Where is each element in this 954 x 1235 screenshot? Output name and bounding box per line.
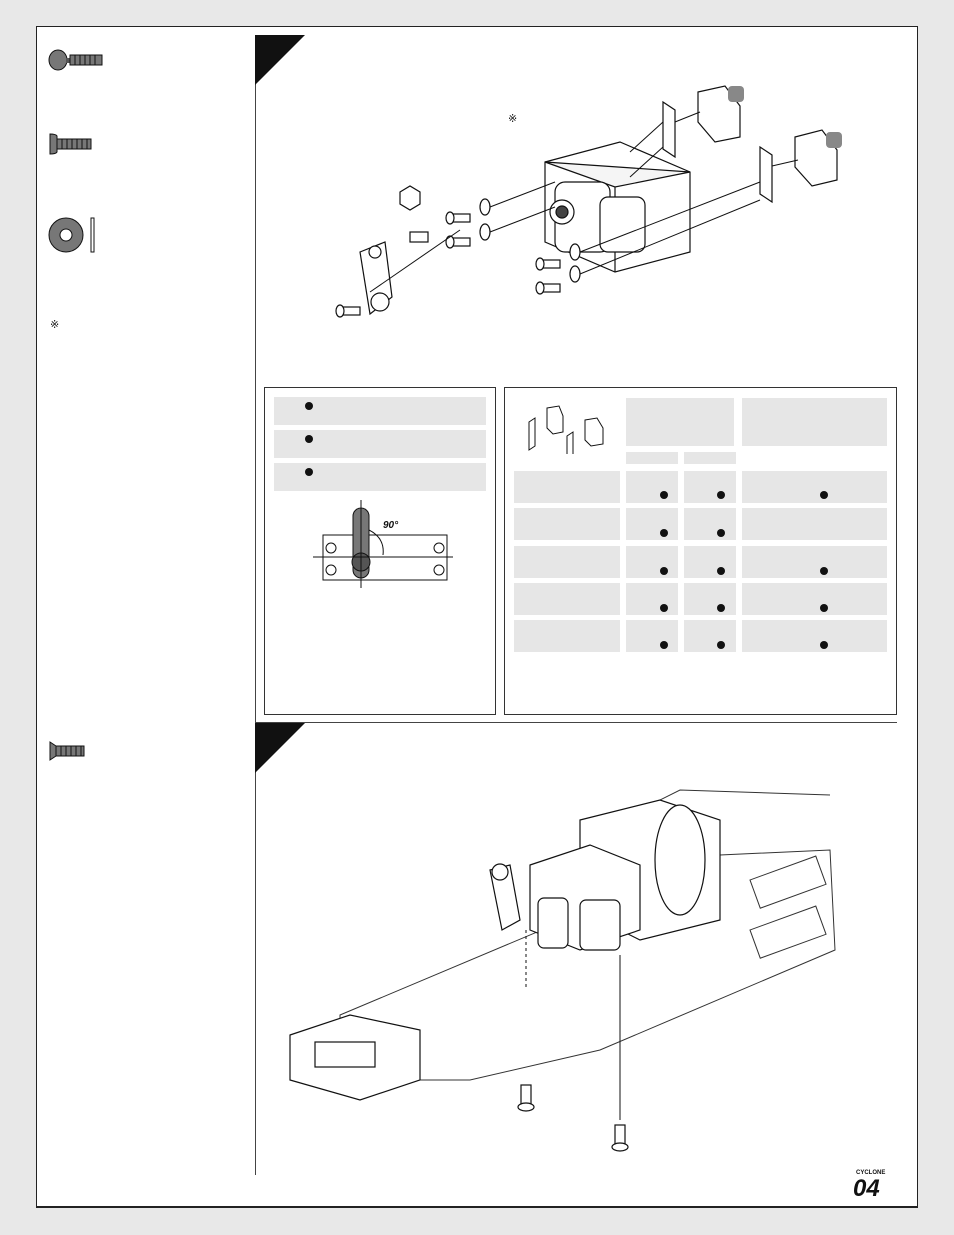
- servo-exploded-diagram: [335, 85, 842, 318]
- cell: [742, 471, 887, 503]
- dot: [820, 491, 828, 499]
- dot: [717, 604, 725, 612]
- chassis-assembly-diagram: [289, 789, 836, 1152]
- mount-option-panel: [504, 387, 897, 715]
- row-label-5: [514, 620, 620, 652]
- mount-parts-icon: [528, 405, 604, 454]
- dot: [660, 567, 668, 575]
- dot: [660, 529, 668, 537]
- logo-top-text: CYCLONE: [856, 1170, 885, 1176]
- cell: [684, 546, 736, 578]
- cell: [626, 471, 678, 503]
- cell: [626, 620, 678, 652]
- cell: [742, 546, 887, 578]
- dot: [660, 491, 668, 499]
- horn-option-panel: 90°: [264, 387, 496, 715]
- cell: [626, 508, 678, 540]
- dot: [660, 604, 668, 612]
- dot: [717, 641, 725, 649]
- step-flag-2: [255, 723, 305, 773]
- cell: [626, 583, 678, 615]
- cell: [684, 620, 736, 652]
- bullet: [305, 402, 313, 410]
- dot: [717, 529, 725, 537]
- cell: [684, 471, 736, 503]
- cell: [626, 546, 678, 578]
- dot: [717, 567, 725, 575]
- bullet: [305, 468, 313, 476]
- option-row-1: [274, 397, 486, 425]
- sub-header-2: [684, 452, 736, 464]
- cell: [684, 583, 736, 615]
- dot: [820, 567, 828, 575]
- header-cell-a: [626, 398, 734, 446]
- row-label-4: [514, 583, 620, 615]
- row-label-1: [514, 471, 620, 503]
- cyclone-logo: CYCLONE 04: [852, 1167, 896, 1199]
- sub-header-1: [626, 452, 678, 464]
- row-label-3: [514, 546, 620, 578]
- cell: [742, 508, 887, 540]
- step-flag-1: [255, 35, 305, 85]
- dot: [717, 491, 725, 499]
- dot: [820, 641, 828, 649]
- row-label-2: [514, 508, 620, 540]
- flat-head-screw-icon: [49, 741, 85, 761]
- logo-text: 04: [853, 1175, 880, 1199]
- cell: [684, 508, 736, 540]
- ball-stud-icon: [48, 49, 103, 71]
- reference-mark-top: ※: [508, 113, 518, 125]
- cell: [742, 583, 887, 615]
- cell: [742, 620, 887, 652]
- button-head-screw-icon: [49, 133, 92, 155]
- dot: [820, 604, 828, 612]
- option-row-3: [274, 463, 486, 491]
- header-cell-b: [742, 398, 887, 446]
- option-row-2: [274, 430, 486, 458]
- column-divider: [255, 40, 256, 1175]
- angle-label: 90°: [383, 520, 399, 531]
- servo-angle-diagram: 90°: [313, 500, 453, 588]
- reference-mark-left: ※: [50, 319, 60, 331]
- step-divider: [255, 722, 897, 723]
- dot: [660, 641, 668, 649]
- bullet: [305, 435, 313, 443]
- washer-icon: [48, 217, 95, 253]
